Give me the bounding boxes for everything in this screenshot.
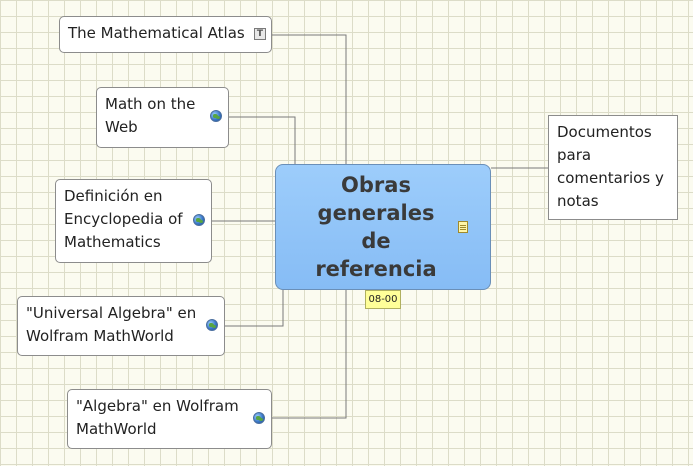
connector-mathematical-atlas xyxy=(272,34,347,164)
topic-label: "Algebra" en Wolfram MathWorld xyxy=(76,397,239,438)
callout-label: Documentos para comentarios y notas xyxy=(557,123,664,210)
connector-wolfram-algebra xyxy=(272,290,347,419)
topic-universal-algebra[interactable]: "Universal Algebra" en Wolfram MathWorld xyxy=(17,296,225,356)
topic-wolfram-algebra[interactable]: "Algebra" en Wolfram MathWorld xyxy=(67,389,272,449)
topic-encyclopedia-of-mathematics[interactable]: Definición en Encyclopedia of Mathematic… xyxy=(55,179,212,263)
globe-icon[interactable] xyxy=(210,110,222,122)
connector-universal-algebra xyxy=(225,290,284,327)
topic-label: Definición en Encyclopedia of Mathematic… xyxy=(64,187,183,251)
globe-icon[interactable] xyxy=(193,214,205,226)
topic-mathematical-atlas[interactable]: The Mathematical Atlas T xyxy=(59,16,272,53)
topic-label: Math on the Web xyxy=(105,95,196,136)
note-icon[interactable] xyxy=(458,221,468,233)
connector-math-on-the-web xyxy=(229,116,296,164)
topic-label: "Universal Algebra" en Wolfram MathWorld xyxy=(26,304,197,345)
central-topic-title: Obras generales de referencia xyxy=(315,173,437,281)
central-topic[interactable]: Obras generales de referencia xyxy=(275,164,491,290)
topic-math-on-the-web[interactable]: Math on the Web xyxy=(96,87,229,148)
date-tag: 08-00 xyxy=(365,290,401,309)
globe-icon[interactable] xyxy=(206,319,218,331)
text-t-icon[interactable]: T xyxy=(254,28,266,40)
callout-notes[interactable]: Documentos para comentarios y notas xyxy=(548,115,678,220)
topic-label: The Mathematical Atlas xyxy=(68,24,245,42)
globe-icon[interactable] xyxy=(253,412,265,424)
